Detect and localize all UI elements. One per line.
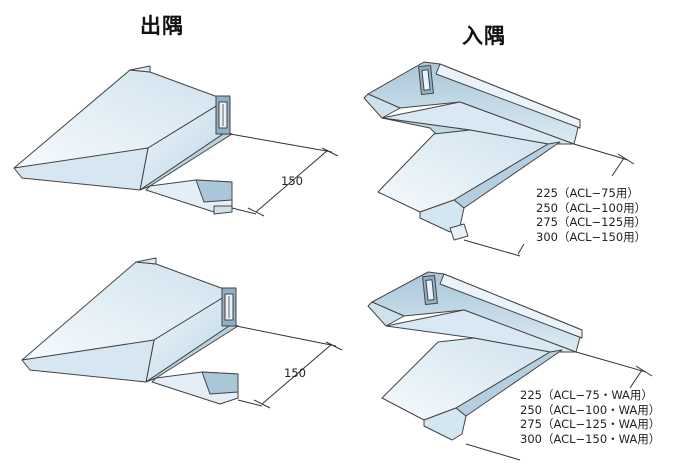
spec-line: 300（ACL−150用） [536,229,647,244]
dimension-lines-outer-top [229,133,339,217]
dimension-lines-inner-bottom [465,351,653,461]
outer-corner-flashing-top [13,65,233,215]
spec-list-inner-bottom: 225（ACL−75・WA用） 250（ACL−100・WA用） 275（ACL… [520,388,660,446]
spec-line: 275（ACL−125・WA用） [520,417,661,431]
spec-line: 250（ACL−100・WA用） [520,402,661,417]
dimension-label-outer-bottom: 150 [284,366,306,380]
spec-line: 225（ACL−75・WA用） [520,388,653,402]
dimension-lines-inner-top [463,143,635,257]
inner-corner-flashing-bottom [367,271,583,441]
inner-corner-heading: 入隅 [462,23,506,48]
spec-list-inner-top: 225（ACL−75用） 250（ACL−100用） 275（ACL−125用）… [536,186,646,244]
dimension-lines-outer-bottom [235,325,343,409]
dimension-label-outer-top: 150 [281,174,303,188]
outer-corner-flashing-bottom [21,257,239,405]
spec-line: 250（ACL−100用） [536,200,647,215]
spec-line: 225（ACL−75用） [536,186,639,200]
outer-corner-heading: 出隅 [140,13,184,38]
spec-line: 300（ACL−150・WA用） [520,431,661,446]
inner-corner-flashing-top [363,61,581,241]
spec-line: 275（ACL−125用） [536,215,647,229]
